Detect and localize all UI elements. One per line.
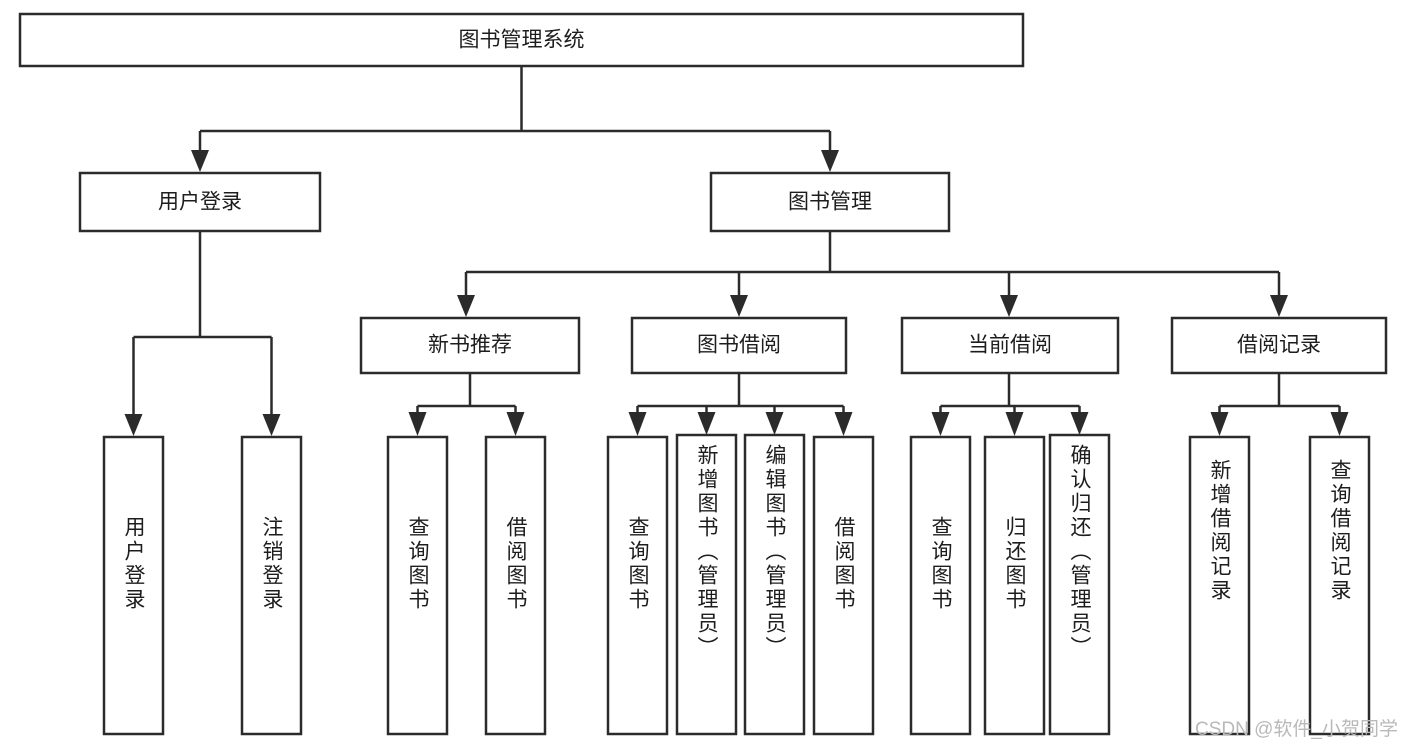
node-book-manage-box[interactable] bbox=[709, 171, 951, 233]
node-leaf-add-record-box[interactable] bbox=[1188, 435, 1251, 736]
node-leaf-user-login[interactable]: 用户登录 bbox=[102, 435, 165, 736]
node-new-book-rec-label: 新书推荐 bbox=[428, 334, 512, 357]
node-leaf-confirm-return-admin-box[interactable] bbox=[1048, 433, 1111, 736]
node-book-borrow-label: 图书借阅 bbox=[697, 334, 781, 357]
node-new-book-rec[interactable]: 新书推荐 bbox=[359, 316, 581, 375]
node-leaf-edit-book-admin[interactable]: 编辑图书（管理员） bbox=[743, 433, 806, 736]
node-leaf-return-book[interactable]: 归还图书 bbox=[983, 435, 1046, 736]
node-root[interactable]: 图书管理系统 bbox=[18, 12, 1025, 68]
node-leaf-user-logout[interactable]: 注销登录 bbox=[240, 435, 303, 736]
node-current-borrow[interactable]: 当前借阅 bbox=[900, 316, 1120, 375]
node-book-manage-label: 图书管理 bbox=[788, 191, 872, 214]
node-leaf-edit-book-admin-box[interactable] bbox=[743, 433, 806, 736]
arrow-to-leaf-return-book bbox=[1005, 412, 1024, 436]
node-leaf-query-book-3[interactable]: 查询图书 bbox=[909, 435, 972, 736]
arrow-to-leaf-query-book-3 bbox=[931, 412, 950, 436]
connector-layer bbox=[124, 66, 1349, 436]
node-leaf-borrow-book-1-label: 借阅图书 bbox=[504, 516, 528, 612]
arrow-to-leaf-query-book-2 bbox=[628, 412, 647, 436]
arrow-to-leaf-add-book-admin bbox=[697, 412, 716, 435]
arrow-to-book-borrow bbox=[730, 295, 748, 317]
node-leaf-user-logout-label: 注销登录 bbox=[260, 516, 284, 612]
node-leaf-query-record-box[interactable] bbox=[1308, 435, 1371, 736]
arrow-to-new-book-rec bbox=[457, 295, 475, 317]
node-leaf-add-book-admin[interactable]: 新增图书（管理员） bbox=[675, 433, 738, 736]
arrow-root-to-user-login bbox=[191, 150, 209, 172]
node-leaf-borrow-book-2[interactable]: 借阅图书 bbox=[812, 435, 875, 736]
arrow-to-current-borrow bbox=[1000, 295, 1018, 317]
arrow-to-leaf-query-book-1 bbox=[408, 412, 427, 436]
node-leaf-confirm-return-admin[interactable]: 确认归还（管理员） bbox=[1048, 433, 1111, 736]
node-current-borrow-label: 当前借阅 bbox=[968, 334, 1052, 357]
node-leaf-borrow-book-1[interactable]: 借阅图书 bbox=[484, 435, 547, 736]
node-borrow-record-label: 借阅记录 bbox=[1237, 334, 1321, 357]
arrow-to-leaf-confirm-return-admin bbox=[1070, 412, 1089, 435]
node-leaf-add-book-admin-label: 新增图书（管理员） bbox=[695, 444, 719, 660]
arrow-to-leaf-user-login bbox=[124, 414, 143, 436]
node-root-box[interactable] bbox=[18, 12, 1025, 68]
arrow-to-leaf-query-record bbox=[1330, 412, 1349, 436]
arrow-to-leaf-edit-book-admin bbox=[765, 412, 784, 435]
node-book-borrow-box[interactable] bbox=[630, 316, 848, 375]
node-leaf-query-book-2-label: 查询图书 bbox=[626, 516, 650, 612]
arrow-to-leaf-user-logout bbox=[262, 414, 281, 436]
node-leaf-add-book-admin-box[interactable] bbox=[675, 433, 738, 736]
node-borrow-record[interactable]: 借阅记录 bbox=[1170, 316, 1388, 375]
node-leaf-borrow-book-2-box[interactable] bbox=[812, 435, 875, 736]
csdn-watermark: CSDN @软件_小贺同学 bbox=[1195, 718, 1398, 740]
node-leaf-query-book-1[interactable]: 查询图书 bbox=[386, 435, 449, 736]
arrow-to-borrow-record bbox=[1270, 295, 1288, 317]
node-leaf-user-login-box[interactable] bbox=[102, 435, 165, 736]
node-leaf-query-record[interactable]: 查询借阅记录 bbox=[1308, 435, 1371, 736]
node-leaf-add-record-label: 新增借阅记录 bbox=[1208, 459, 1232, 603]
node-leaf-return-book-label: 归还图书 bbox=[1003, 516, 1027, 612]
node-book-manage[interactable]: 图书管理 bbox=[709, 171, 951, 233]
node-leaf-edit-book-admin-label: 编辑图书（管理员） bbox=[763, 444, 787, 660]
node-new-book-rec-box[interactable] bbox=[359, 316, 581, 375]
node-user-login-box[interactable] bbox=[78, 171, 322, 233]
node-book-borrow[interactable]: 图书借阅 bbox=[630, 316, 848, 375]
node-root-label: 图书管理系统 bbox=[459, 29, 585, 52]
node-leaf-user-login-label: 用户登录 bbox=[122, 516, 146, 612]
node-user-login-label: 用户登录 bbox=[158, 191, 242, 214]
node-leaf-confirm-return-admin-label: 确认归还（管理员） bbox=[1068, 444, 1092, 660]
node-current-borrow-box[interactable] bbox=[900, 316, 1120, 375]
node-leaf-add-record[interactable]: 新增借阅记录 bbox=[1188, 435, 1251, 736]
node-leaf-query-book-3-label: 查询图书 bbox=[929, 516, 953, 612]
node-leaf-borrow-book-1-box[interactable] bbox=[484, 435, 547, 736]
node-leaf-query-book-2-box[interactable] bbox=[606, 435, 669, 736]
node-leaf-query-book-3-box[interactable] bbox=[909, 435, 972, 736]
arrow-to-leaf-borrow-book-1 bbox=[506, 412, 525, 436]
node-leaf-user-logout-box[interactable] bbox=[240, 435, 303, 736]
node-leaf-query-book-1-box[interactable] bbox=[386, 435, 449, 736]
arrow-root-to-book-manage bbox=[821, 150, 839, 172]
node-leaf-query-book-1-label: 查询图书 bbox=[406, 516, 430, 612]
node-leaf-borrow-book-2-label: 借阅图书 bbox=[832, 516, 856, 612]
node-leaf-query-book-2[interactable]: 查询图书 bbox=[606, 435, 669, 736]
node-leaf-return-book-box[interactable] bbox=[983, 435, 1046, 736]
arrow-to-leaf-borrow-book-2 bbox=[834, 412, 853, 436]
arrow-to-leaf-add-record bbox=[1210, 412, 1229, 436]
node-borrow-record-box[interactable] bbox=[1170, 316, 1388, 375]
node-leaf-query-record-label: 查询借阅记录 bbox=[1328, 459, 1352, 603]
node-user-login[interactable]: 用户登录 bbox=[78, 171, 322, 233]
